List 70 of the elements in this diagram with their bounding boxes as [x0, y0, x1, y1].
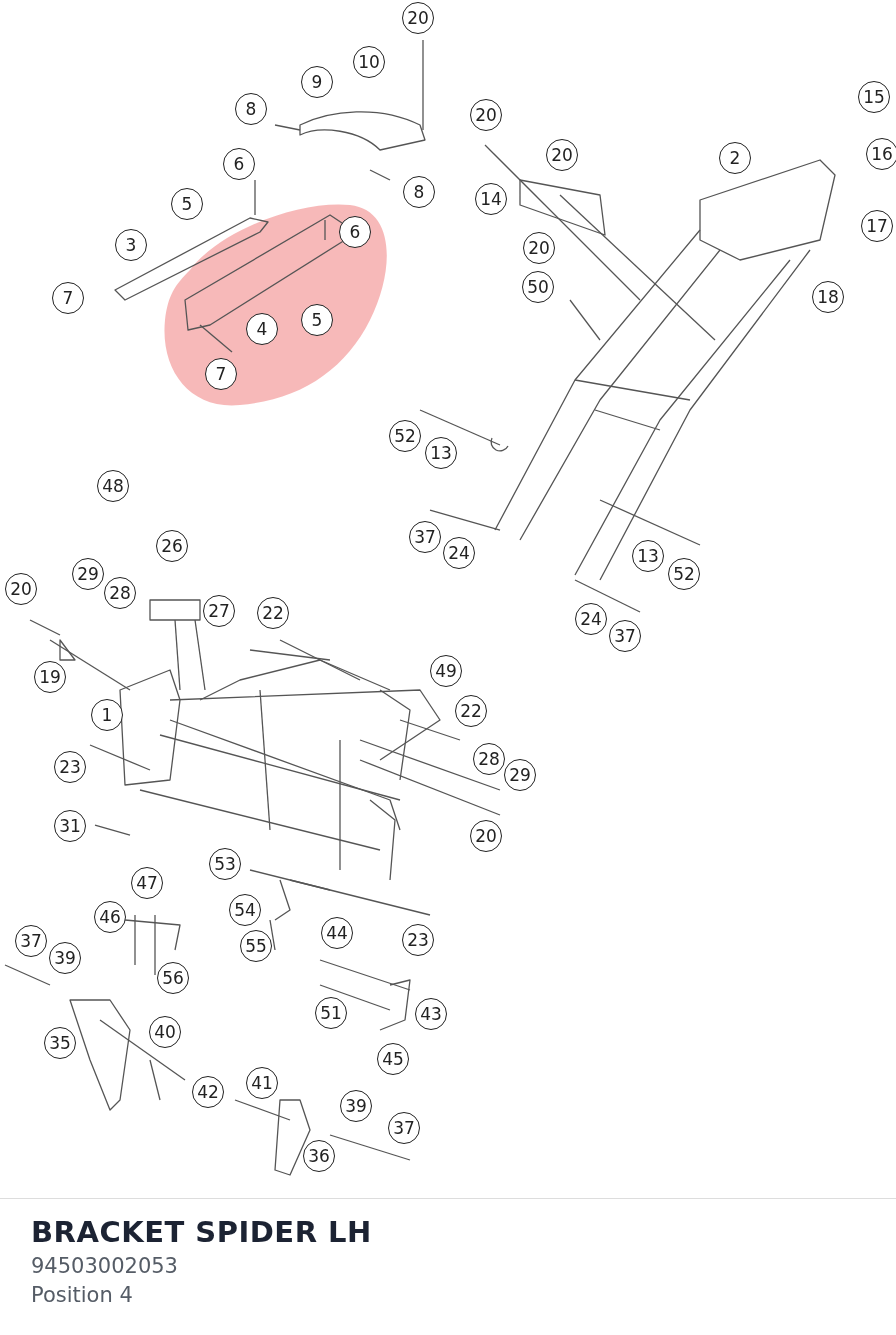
callout-number: 47	[131, 867, 163, 899]
callout-number: 43	[415, 998, 447, 1030]
callout-number: 6	[339, 216, 371, 248]
callout-number: 50	[522, 271, 554, 303]
callout-number: 31	[54, 810, 86, 842]
callout-number: 44	[321, 917, 353, 949]
callout-number: 20	[523, 232, 555, 264]
callout-number: 37	[409, 521, 441, 553]
callout-number: 9	[301, 66, 333, 98]
callout-number: 20	[470, 99, 502, 131]
callout-number: 56	[157, 962, 189, 994]
callout-number: 14	[475, 183, 507, 215]
callout-number: 42	[192, 1076, 224, 1108]
callout-number: 24	[443, 537, 475, 569]
callout-number: 17	[861, 210, 893, 242]
position-text: Position 4	[31, 1283, 133, 1307]
callout-number: 8	[403, 176, 435, 208]
callout-number: 5	[301, 304, 333, 336]
callout-number: 13	[425, 437, 457, 469]
callout-number: 6	[223, 148, 255, 180]
callout-number: 46	[94, 901, 126, 933]
callout-number: 29	[504, 759, 536, 791]
callout-number: 15	[858, 81, 890, 113]
callout-number: 3	[115, 229, 147, 261]
callout-number: 23	[402, 924, 434, 956]
callout-number: 22	[455, 695, 487, 727]
callout-number: 37	[609, 620, 641, 652]
callout-number: 37	[15, 925, 47, 957]
callout-number: 10	[353, 46, 385, 78]
callout-number: 28	[104, 577, 136, 609]
callout-number: 37	[388, 1112, 420, 1144]
callout-number: 39	[340, 1090, 372, 1122]
callout-number: 22	[257, 597, 289, 629]
callout-number: 5	[171, 188, 203, 220]
callout-number: 20	[5, 573, 37, 605]
callout-number: 48	[97, 470, 129, 502]
part-title: BRACKET SPIDER LH	[31, 1215, 372, 1249]
callout-number: 8	[235, 93, 267, 125]
callout-number: 28	[473, 743, 505, 775]
callout-number: 23	[54, 751, 86, 783]
callout-number: 40	[149, 1016, 181, 1048]
callout-number: 35	[44, 1027, 76, 1059]
callout-number: 55	[240, 930, 272, 962]
callout-number: 49	[430, 655, 462, 687]
callout-number: 39	[49, 942, 81, 974]
callout-number: 20	[470, 820, 502, 852]
callout-number: 2	[719, 142, 751, 174]
callout-number: 7	[205, 358, 237, 390]
callout-number: 26	[156, 530, 188, 562]
callout-number: 36	[303, 1140, 335, 1172]
callout-number: 13	[632, 540, 664, 572]
callout-number: 45	[377, 1043, 409, 1075]
callout-number: 18	[812, 281, 844, 313]
callout-number: 20	[546, 139, 578, 171]
callout-number: 52	[668, 558, 700, 590]
callout-number: 54	[229, 894, 261, 926]
callout-number: 7	[52, 282, 84, 314]
callout-number: 20	[402, 2, 434, 34]
callout-number: 16	[866, 138, 896, 170]
callout-number: 27	[203, 595, 235, 627]
part-number: 94503002053	[31, 1254, 178, 1278]
callout-number: 4	[246, 313, 278, 345]
callout-number: 53	[209, 848, 241, 880]
callout-number: 51	[315, 997, 347, 1029]
callout-number: 19	[34, 661, 66, 693]
callout-number: 1	[91, 699, 123, 731]
callout-number: 24	[575, 603, 607, 635]
callout-number: 41	[246, 1067, 278, 1099]
callout-number: 29	[72, 558, 104, 590]
callout-number: 52	[389, 420, 421, 452]
